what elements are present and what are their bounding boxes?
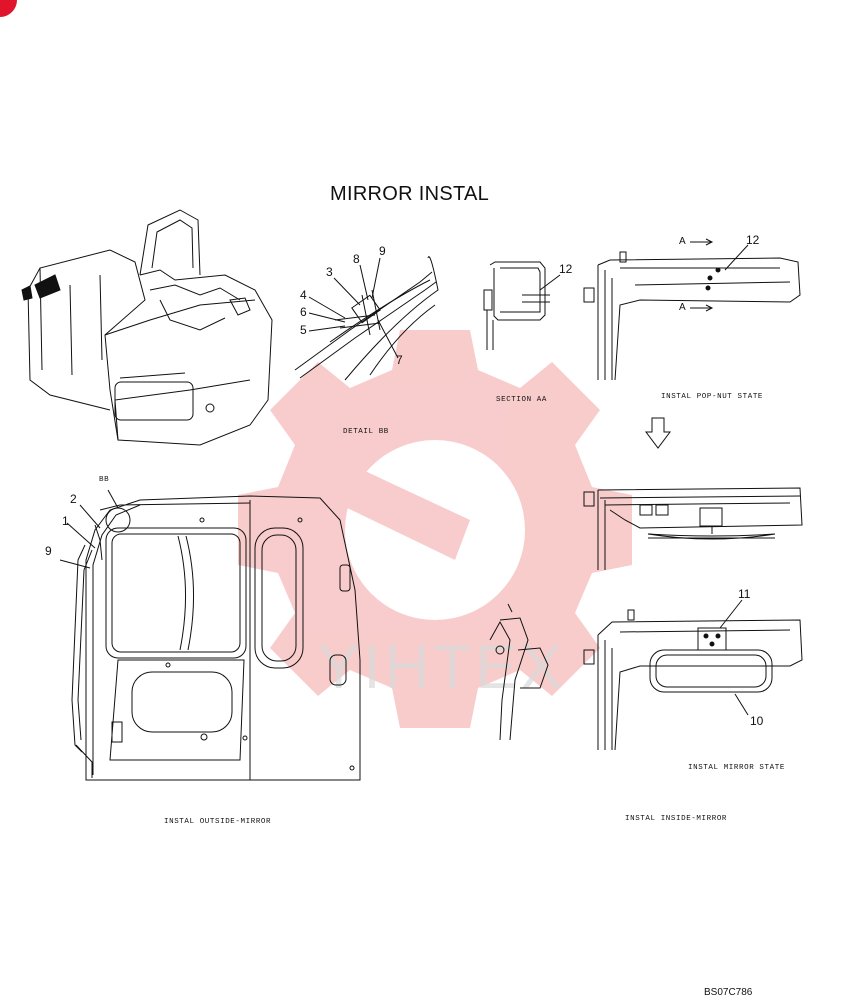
watermark-gear: [238, 330, 632, 728]
detail-bb-caption: DETAIL BB: [343, 428, 389, 436]
callout-6: 6: [300, 305, 307, 319]
callout-12-section: 12: [559, 262, 573, 276]
section-aa-caption: SECTION AA: [496, 396, 548, 404]
inside-mirror-caption: INSTAL INSIDE-MIRROR: [625, 815, 728, 823]
excavator-iso-view: [21, 209, 273, 446]
mirror-mounting-view: [583, 487, 803, 570]
drawing-code: BS07C786: [704, 987, 753, 998]
callout-12-popnut: 12: [746, 233, 760, 247]
callout-10: 10: [750, 714, 764, 728]
callout-2: 2: [70, 492, 77, 506]
detail-bb-view: [294, 256, 439, 381]
callout-7: 7: [396, 353, 403, 367]
corner-mark: [0, 0, 17, 17]
callout-3: 3: [326, 265, 333, 279]
down-arrow: [645, 417, 671, 449]
callout-5: 5: [300, 323, 307, 337]
mirror-installed-view: [583, 599, 803, 751]
callout-8: 8: [353, 252, 360, 266]
detail-reference: BB: [99, 476, 110, 484]
diagram-title: MIRROR INSTAL: [330, 183, 490, 205]
section-arrow-a-top: A: [679, 236, 686, 247]
section-aa-view: [483, 261, 561, 350]
mirror-state-caption: INSTAL MIRROR STATE: [688, 764, 785, 772]
pop-nut-caption: INSTAL POP-NUT STATE: [661, 393, 764, 401]
callout-4: 4: [300, 288, 307, 302]
callout-9-detail: 9: [379, 244, 386, 258]
callout-1: 1: [62, 514, 69, 528]
pop-nut-state-view: [583, 238, 801, 381]
outside-mirror-caption: INSTAL OUTSIDE-MIRROR: [164, 818, 272, 826]
outside-mirror-cab-view: [59, 489, 361, 781]
inside-mirror-side-view: [489, 603, 549, 741]
callout-11: 11: [738, 587, 751, 601]
callout-9-cab: 9: [45, 544, 52, 558]
section-arrow-a-bottom: A: [679, 302, 686, 313]
watermark-text: YIHTEX: [318, 633, 566, 702]
